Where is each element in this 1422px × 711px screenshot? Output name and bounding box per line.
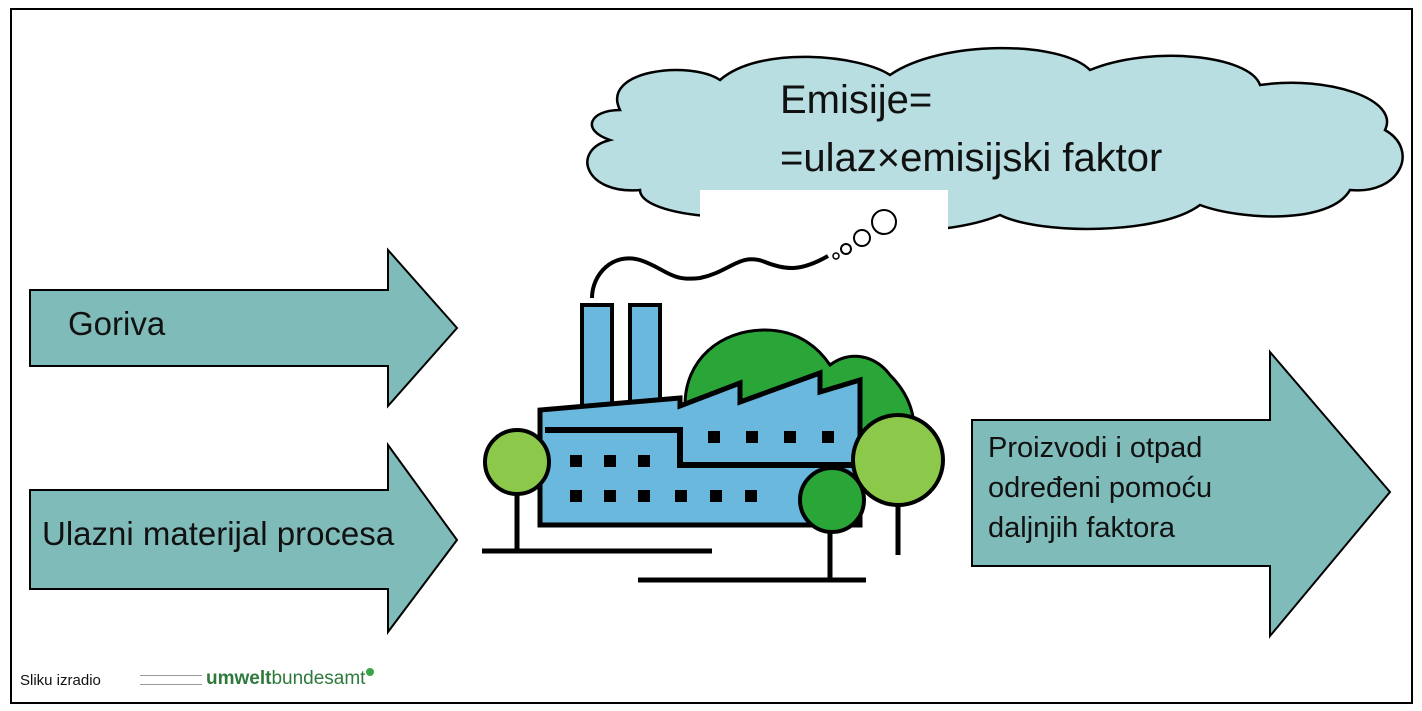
arrow-ulazni bbox=[29, 441, 459, 635]
tree-left-icon bbox=[483, 428, 551, 551]
cloud-formula-line1: Emisije= bbox=[780, 78, 933, 122]
output-label-line: određeni pomoću bbox=[988, 472, 1213, 504]
umweltbundesamt-logo: umweltbundesamt bbox=[140, 668, 375, 692]
tree-right-small-icon bbox=[798, 466, 866, 580]
cloud-formula-line2: =ulaz×emisijski faktor bbox=[780, 136, 1163, 180]
output-label-line: daljnjih faktora bbox=[988, 512, 1175, 544]
arrow-goriva-label: Goriva bbox=[68, 305, 166, 342]
diagram-frame bbox=[10, 8, 1413, 704]
factory-icon bbox=[537, 303, 863, 528]
arrow-output bbox=[971, 349, 1392, 639]
thought-cloud bbox=[586, 46, 1404, 270]
tree-right-large-icon bbox=[851, 413, 945, 555]
smoke-trail bbox=[590, 254, 829, 299]
arrow-ulazni-label: Ulazni materijal procesa bbox=[42, 515, 395, 552]
credit-text: Sliku izradio bbox=[20, 672, 101, 689]
arrow-goriva bbox=[29, 247, 459, 409]
output-label-line: Proizvodi i otpad bbox=[988, 432, 1203, 464]
